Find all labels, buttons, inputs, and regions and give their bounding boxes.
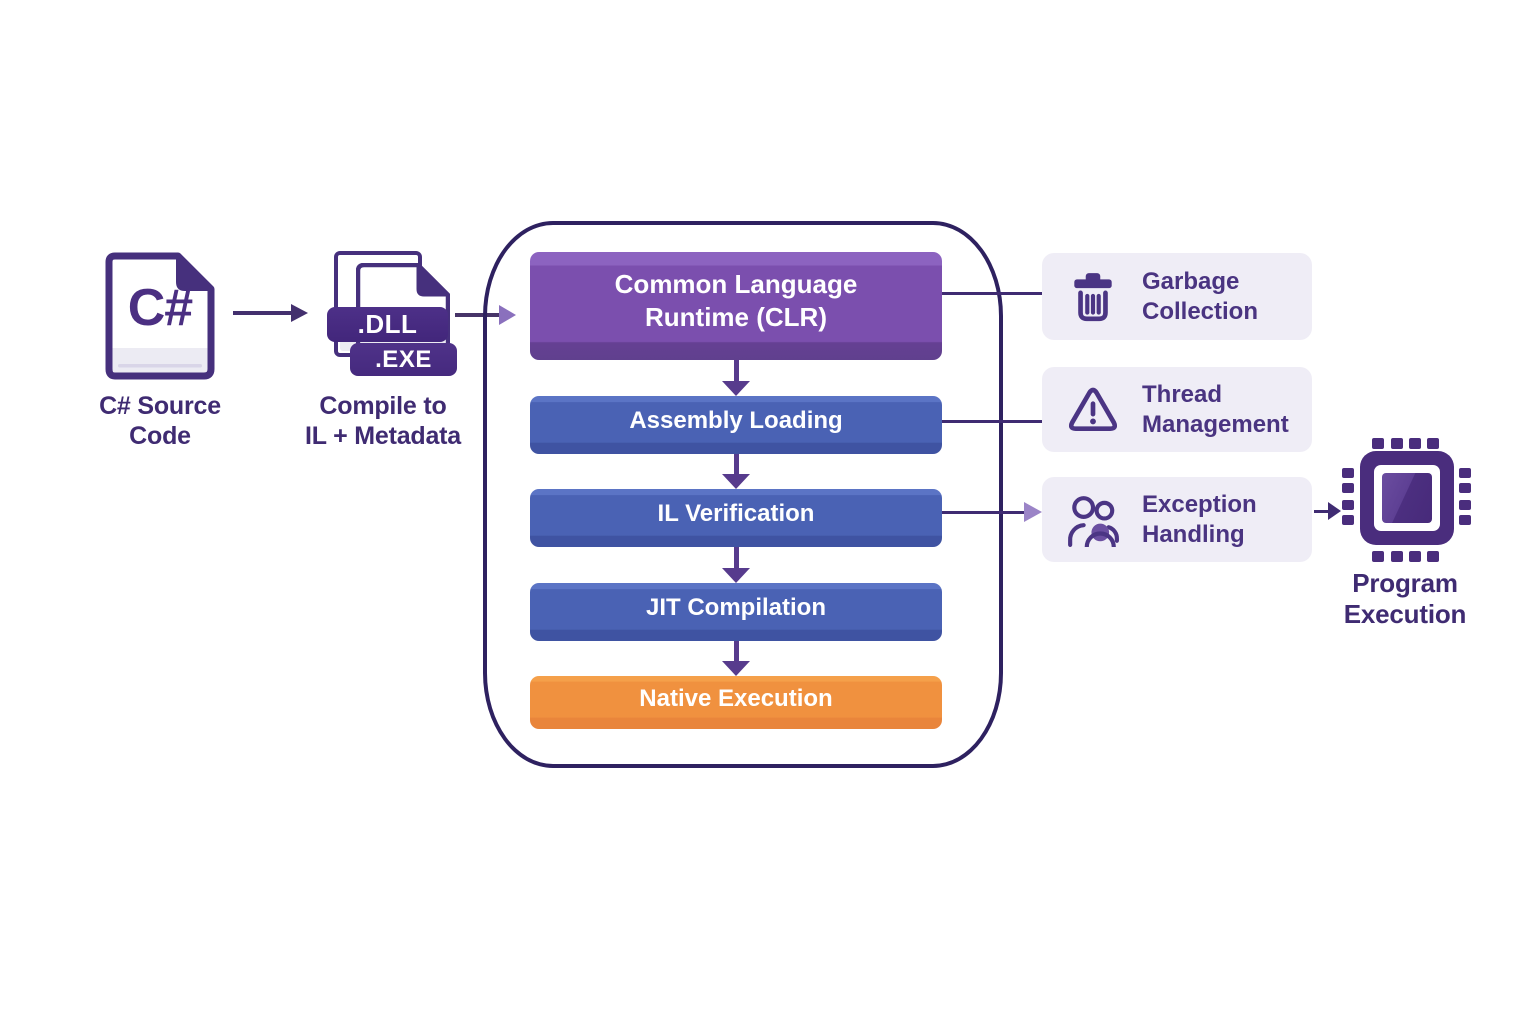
caption-line: Execution <box>1343 599 1467 629</box>
clr-title: Common Language Runtime (CLR) <box>615 268 858 334</box>
down-arrow-icon <box>722 454 750 489</box>
caption-line: C# Source <box>99 392 221 420</box>
csharp-file-icon: C# <box>105 252 215 380</box>
clr-boundary <box>483 221 1003 768</box>
document-icon <box>105 252 215 380</box>
caption-line: Compile to <box>319 392 447 420</box>
warning-triangle-icon <box>1068 387 1118 431</box>
clr-title-box: Common Language Runtime (CLR) <box>530 252 942 360</box>
service-label: Exception Handling <box>1142 490 1257 550</box>
label-line: Collection <box>1142 297 1259 325</box>
csharp-file-text: C# <box>127 279 193 337</box>
stage-jit-compilation: JIT Compilation <box>530 583 942 641</box>
service-card-garbage-collection: Garbage Collection <box>1042 253 1312 340</box>
csharp-source-caption: C# Source Code <box>75 391 245 451</box>
label-line: Management <box>1142 410 1289 438</box>
arrow-to-program-execution <box>1314 502 1342 521</box>
connector-il-to-exception-handling <box>942 511 1026 514</box>
down-arrow-icon <box>722 641 750 676</box>
trash-icon <box>1074 272 1112 321</box>
service-card-exception-handling: Exception Handling <box>1042 477 1312 562</box>
caption-line: Code <box>129 422 191 450</box>
title-line: Runtime (CLR) <box>645 302 827 332</box>
program-execution-caption: Program Execution <box>1320 568 1490 630</box>
arrow-compile-to-clr <box>455 305 517 325</box>
label-line: Garbage <box>1142 267 1240 295</box>
stage-il-verification: IL Verification <box>530 489 942 547</box>
caption-line: IL + Metadata <box>304 422 462 450</box>
label-line: Exception <box>1142 490 1257 518</box>
chip-core <box>1382 473 1432 523</box>
arrow-source-to-compile <box>233 304 309 322</box>
down-arrow-icon <box>722 360 750 396</box>
stage-label: JIT Compilation <box>646 594 826 621</box>
stage-label: Assembly Loading <box>629 407 843 434</box>
down-arrow-icon <box>722 547 750 583</box>
connector-clr-to-garbage-collection <box>942 292 1042 295</box>
dll-badge: .DLL <box>327 307 448 342</box>
service-label: Garbage Collection <box>1142 267 1258 327</box>
arrowhead-icon <box>1024 502 1042 522</box>
caption-line: Program <box>1352 568 1458 598</box>
arrowhead-icon <box>291 304 308 322</box>
exe-badge: .EXE <box>350 343 457 376</box>
arrowhead-icon <box>499 305 516 325</box>
people-icon <box>1068 495 1119 547</box>
stage-label: Native Execution <box>639 685 833 712</box>
label-line: Thread <box>1142 380 1223 408</box>
stage-label: IL Verification <box>657 500 815 527</box>
connector-assembly-to-thread-management <box>942 420 1042 423</box>
folded-corner <box>176 254 213 291</box>
service-card-thread-management: Thread Management <box>1042 367 1312 452</box>
service-label: Thread Management <box>1142 380 1289 440</box>
stage-assembly-loading: Assembly Loading <box>530 396 942 454</box>
label-line: Handling <box>1142 520 1245 548</box>
title-line: Common Language <box>614 269 858 299</box>
compile-step-caption: Compile to IL + Metadata <box>273 391 493 451</box>
cpu-chip-icon <box>1341 434 1471 564</box>
stage-native-execution: Native Execution <box>530 676 942 729</box>
arrowhead-icon <box>1328 502 1341 520</box>
folded-corner <box>416 263 450 297</box>
